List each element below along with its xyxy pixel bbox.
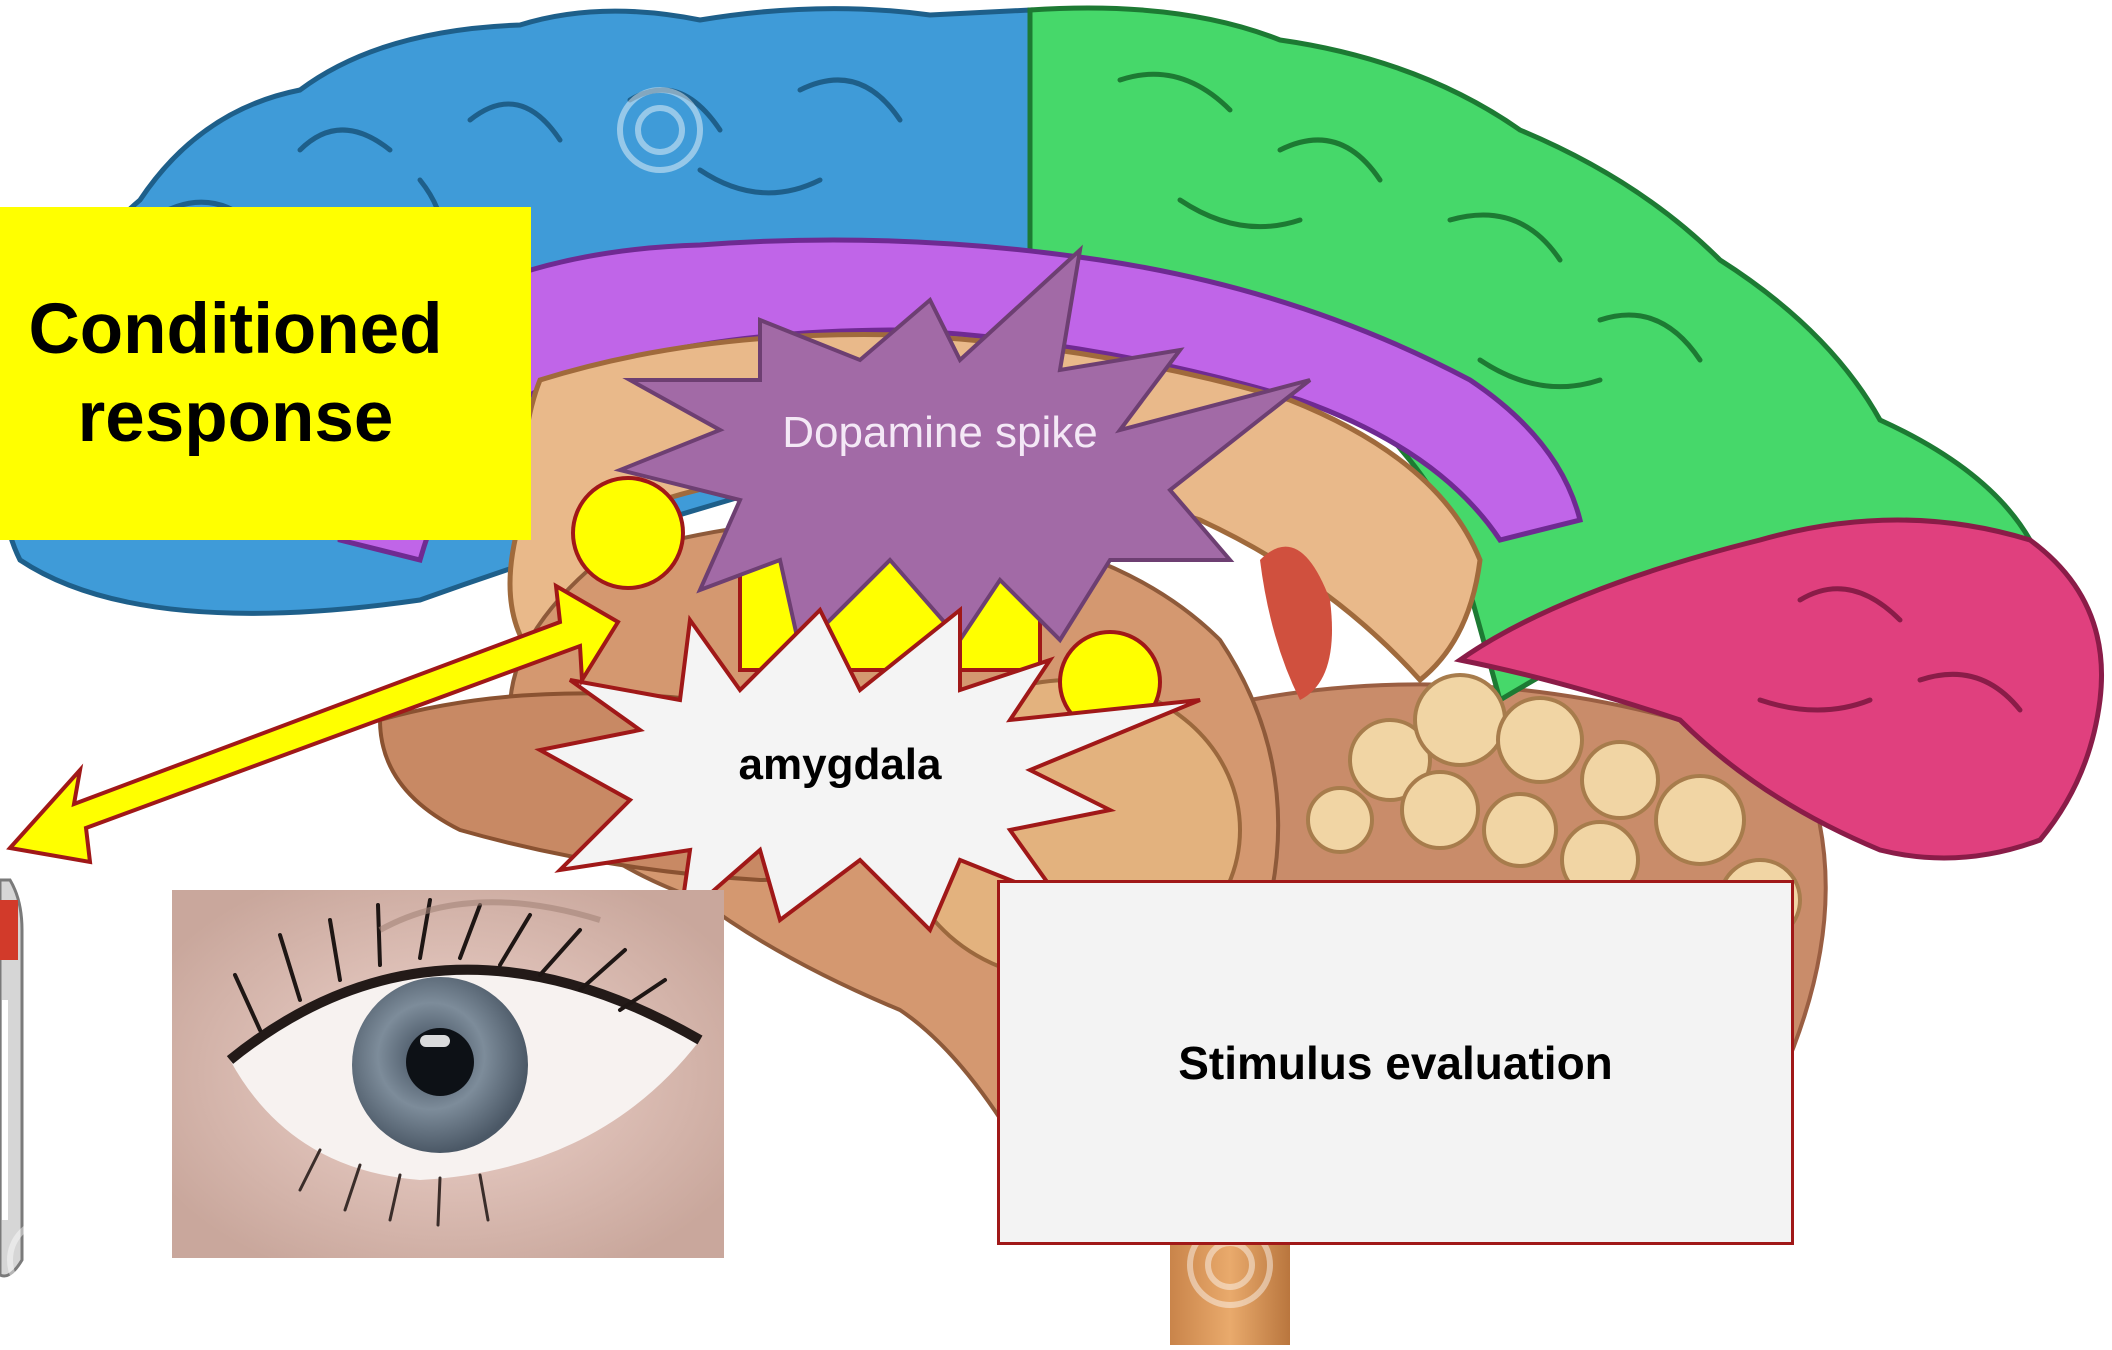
- stimulus-evaluation-box: Stimulus evaluation: [997, 880, 1794, 1245]
- highlight-circle-left: [573, 478, 683, 588]
- amygdala-label: amygdala: [660, 740, 1020, 790]
- dopamine-spike-label: Dopamine spike: [780, 405, 1100, 461]
- eye-photo: [172, 890, 724, 1258]
- conditioned-response-box: Conditioned response: [0, 207, 531, 540]
- conditioned-response-label: Conditioned response: [0, 286, 531, 462]
- bottle-image: [0, 880, 22, 1276]
- stimulus-evaluation-label: Stimulus evaluation: [1178, 1036, 1613, 1090]
